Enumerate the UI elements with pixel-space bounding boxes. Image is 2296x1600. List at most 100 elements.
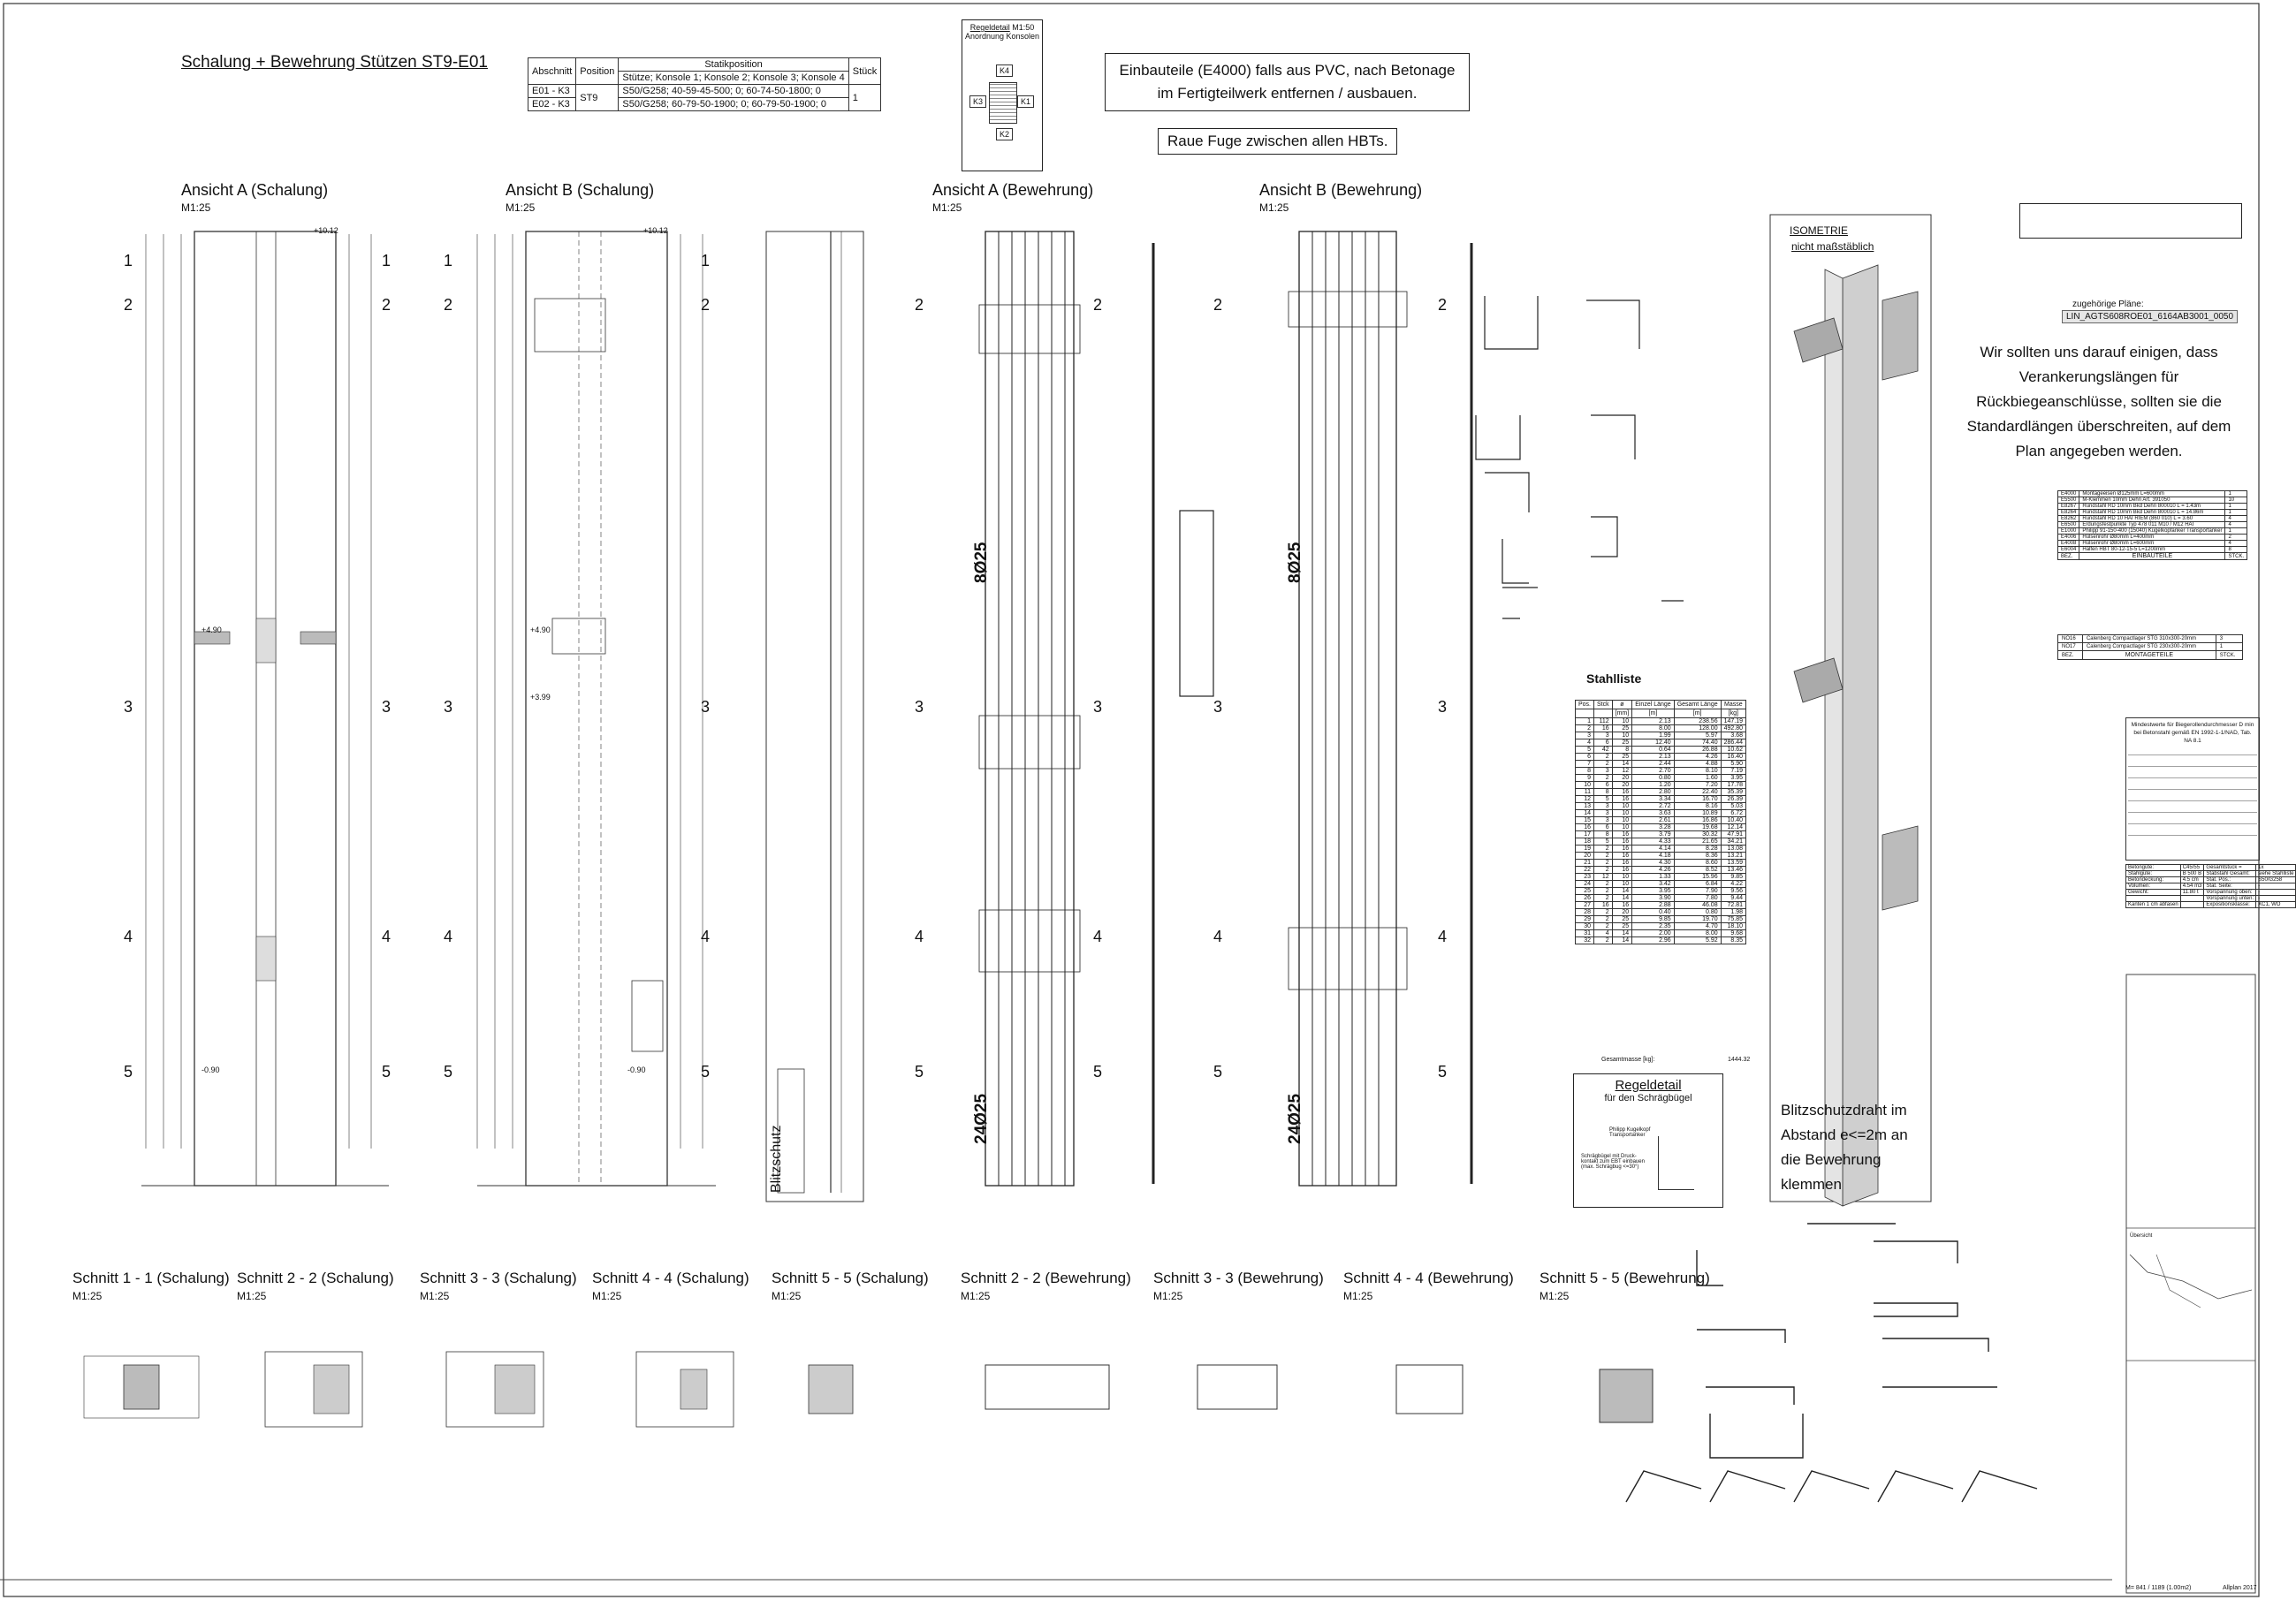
stahlliste-cell: 25 xyxy=(1611,915,1633,923)
stahlliste-cell: 12 xyxy=(1574,795,1595,803)
stahlliste-cell: 13.21 xyxy=(1720,852,1747,860)
concrete-info-cell xyxy=(2179,895,2205,902)
stahlliste-cell: 8.36 xyxy=(1673,852,1722,860)
view-scale: M1:25 xyxy=(932,201,962,214)
stahlliste-cell: 30.32 xyxy=(1673,830,1722,838)
stahlliste-col-header: Pos. xyxy=(1574,700,1595,709)
stahlliste-cell: 19 xyxy=(1574,845,1595,853)
stahlliste-cell: 16 xyxy=(1611,838,1633,845)
level-mark: 4 xyxy=(915,928,924,945)
stahlliste-cell: 16 xyxy=(1611,859,1633,867)
stahlliste-cell: 1.60 xyxy=(1673,774,1722,782)
stahlliste-cell: 2.72 xyxy=(1631,802,1675,810)
stahlliste-cell: 13 xyxy=(1574,802,1595,810)
einbauteile-footer-bez: BEZ. xyxy=(2057,552,2080,560)
konsole-k1: K1 xyxy=(1017,95,1035,108)
concrete-info-cell: 1x xyxy=(2255,864,2296,871)
montageteile-cell: Calenberg Compactlager STG 230x300-20mm xyxy=(2081,642,2216,651)
stahlliste-cell: 8.35 xyxy=(1720,936,1747,944)
stahlliste-cell: 29 xyxy=(1574,915,1595,923)
stahlliste-cell: 30 xyxy=(1574,922,1595,930)
stahlliste-cell: 2 xyxy=(1593,852,1613,860)
stahlliste-cell: 24 xyxy=(1574,880,1595,888)
section-title: Schnitt 3 - 3 (Schalung) xyxy=(420,1270,577,1286)
stahlliste-cell: 16 xyxy=(1593,724,1613,732)
stahlliste-cell: 8.52 xyxy=(1673,866,1722,874)
stahlliste-cell: 16 xyxy=(1593,901,1613,909)
isometrie-subtitle: nicht maßstäblich xyxy=(1791,240,1874,253)
stahlliste-cell: 0.80 xyxy=(1673,908,1722,916)
stahlliste-unit-row: [mm][m][m][kg] xyxy=(1574,709,1747,718)
concrete-info-cell: Betondeckung: xyxy=(2125,876,2181,883)
section-scale: M1:25 xyxy=(1540,1290,1570,1302)
stahlliste-cell: 14 xyxy=(1611,936,1633,944)
col-stueck: Stück xyxy=(848,57,882,85)
level-mark: 5 xyxy=(701,1063,711,1081)
stahlliste-cell: 2.88 xyxy=(1631,901,1675,909)
stahlliste-cell: 2.00 xyxy=(1631,929,1675,937)
einbauteile-cell: E8264 xyxy=(2057,509,2080,516)
stahlliste-cell: 6 xyxy=(1574,753,1595,761)
einbauteile-cell: 1 xyxy=(2224,527,2248,535)
stahlliste-cell: 16 xyxy=(1611,866,1633,874)
level-mark: 3 xyxy=(1213,698,1223,716)
stahlliste-cell: 10 xyxy=(1611,873,1633,881)
stahlliste-cell: 3 xyxy=(1593,802,1613,810)
stahlliste-cell: 2.35 xyxy=(1631,922,1675,930)
section-scale: M1:25 xyxy=(420,1290,450,1302)
concrete-info-cell xyxy=(2179,901,2205,908)
stahlliste-cell: 10 xyxy=(1611,732,1633,739)
level-mark: 3 xyxy=(915,698,924,716)
stahlliste-cell: 25 xyxy=(1611,724,1633,732)
einbauteile-cell: 4 xyxy=(2224,515,2248,522)
stahlliste-cell: 238.56 xyxy=(1673,717,1722,725)
concrete-info-cell: C45/55 xyxy=(2179,864,2205,871)
stahlliste-cell: 4.26 xyxy=(1673,753,1722,761)
level-mark: 3 xyxy=(701,698,711,716)
rebar-label-24025: 24Ø25 xyxy=(972,1093,991,1144)
uebersicht-label: Übersicht xyxy=(2130,1233,2153,1239)
level-mark: 1 xyxy=(382,252,392,269)
stahlliste-cell: 16.86 xyxy=(1673,816,1722,824)
stahlliste-cell: 3.63 xyxy=(1631,809,1675,817)
stahlliste-cell: 5.92 xyxy=(1673,936,1722,944)
stahlliste-cell: 3 xyxy=(1574,732,1595,739)
stahlliste-cell: 2 xyxy=(1593,922,1613,930)
einbauteile-cell: 10 xyxy=(2224,497,2248,504)
stahlliste-cell: 13.59 xyxy=(1720,859,1747,867)
concrete-info-cell: Stat. Pos.: xyxy=(2203,876,2257,883)
stahlliste-cell: 21.65 xyxy=(1673,838,1722,845)
stahlliste-cell: 1.20 xyxy=(1631,781,1675,789)
section-scale: M1:25 xyxy=(1343,1290,1373,1302)
level-mark: 2 xyxy=(444,296,453,314)
view-ansicht-b-schalung xyxy=(476,231,716,1187)
stahlliste-cell: 20 xyxy=(1611,774,1633,782)
level-mark: 5 xyxy=(1213,1063,1223,1081)
rebar-label-24025: 24Ø25 xyxy=(1286,1093,1304,1144)
stahlliste-cell: 112 xyxy=(1593,717,1613,725)
stahlliste-cell: 2 xyxy=(1593,887,1613,895)
konsole-k4: K4 xyxy=(996,64,1014,77)
elevation-top: +10.12 xyxy=(643,226,668,235)
stahlliste-cell: 6 xyxy=(1593,739,1613,747)
konsole-k2: K2 xyxy=(996,128,1014,140)
level-mark: 4 xyxy=(1438,928,1448,945)
einbauteile-cell: E4006 xyxy=(2057,534,2080,541)
isometrie-drawing xyxy=(1769,214,1932,1207)
stahlliste-cell: 14 xyxy=(1611,887,1633,895)
stahlliste-cell: 10 xyxy=(1611,717,1633,725)
